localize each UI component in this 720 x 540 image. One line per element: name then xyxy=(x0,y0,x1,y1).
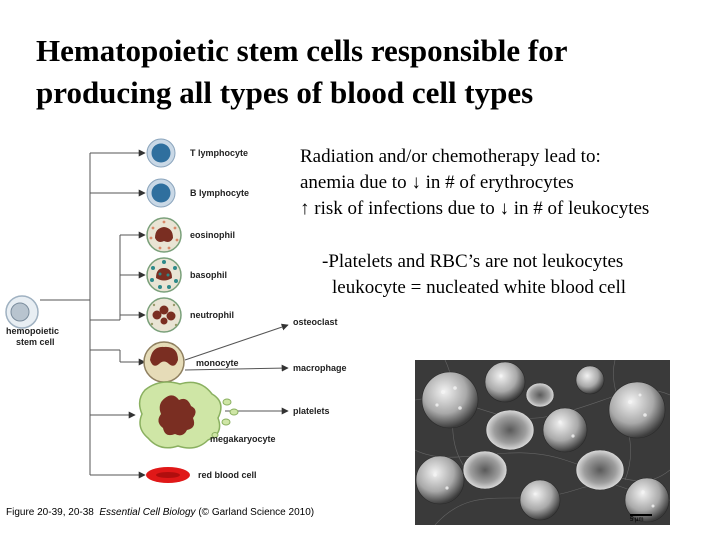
basophil-icon xyxy=(146,257,182,293)
stem-cell-label-1: hemopoietic xyxy=(6,326,59,336)
b-lymphocyte-label: B lymphocyte xyxy=(190,188,249,198)
red-blood-cell-label: red blood cell xyxy=(198,470,257,480)
notes-block: Radiation and/or chemotherapy lead to: a… xyxy=(300,144,649,222)
neutrophil-label: neutrophil xyxy=(190,310,234,320)
caption-book-title: Essential Cell Biology xyxy=(99,507,196,518)
notes-block-2: -Platelets and RBC’s are not leukocytes … xyxy=(322,249,626,301)
note-line-3: ↑ risk of infections due to ↓ in # of le… xyxy=(300,198,650,219)
note-line-4: -Platelets and RBC’s are not leukocytes xyxy=(322,251,624,272)
scale-bar-line xyxy=(630,514,652,516)
sem-micrograph xyxy=(415,360,670,525)
hematopoiesis-diagram: hemopoietic stem cell T lymphocyte B lym… xyxy=(5,138,347,483)
lineage-lines xyxy=(40,149,289,479)
osteoclast-label: osteoclast xyxy=(293,317,338,327)
monocyte-label: monocyte xyxy=(196,358,239,368)
eosinophil-label: eosinophil xyxy=(190,230,235,240)
title-line-2: producing all types of blood cell types xyxy=(36,75,534,110)
red-blood-cell-icon xyxy=(146,467,190,483)
stem-cell-label-2: stem cell xyxy=(16,337,55,347)
caption-prefix: Figure 20-39, 20-38 xyxy=(6,507,100,518)
caption-suffix: (© Garland Science 2010) xyxy=(195,507,315,518)
platelets-label: platelets xyxy=(293,406,330,416)
macrophage-label: macrophage xyxy=(293,363,347,373)
note-line-1: Radiation and/or chemotherapy lead to: xyxy=(300,146,601,167)
monocyte-icon xyxy=(143,341,185,383)
t-lymphocyte-icon xyxy=(146,138,176,168)
micrograph-scale-bar: 5 μm xyxy=(630,514,652,523)
title-line-1: Hematopoietic stem cells responsible for xyxy=(36,33,568,68)
b-lymphocyte-icon xyxy=(146,178,176,208)
slide-title: Hematopoietic stem cells responsible for… xyxy=(36,30,696,114)
figure-caption: Figure 20-39, 20-38 Essential Cell Biolo… xyxy=(6,507,314,518)
stem-cell-icon xyxy=(5,295,39,329)
basophil-label: basophil xyxy=(190,270,227,280)
eosinophil-icon xyxy=(146,217,182,253)
note-line-5: leukocyte = nucleated white blood cell xyxy=(332,277,627,298)
note-line-2: anemia due to ↓ in # of erythrocytes xyxy=(300,172,574,193)
megakaryocyte-label: megakaryocyte xyxy=(210,434,276,444)
megakaryocyte-icon xyxy=(138,381,239,449)
scale-bar-label: 5 μm xyxy=(630,517,644,523)
neutrophil-icon xyxy=(146,297,182,333)
t-lymphocyte-label: T lymphocyte xyxy=(190,148,248,158)
